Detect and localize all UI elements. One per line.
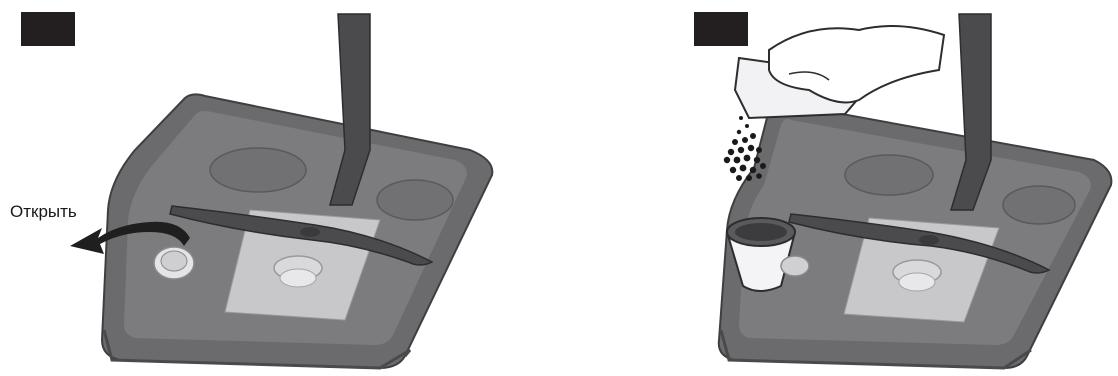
- open-label: Открыть: [10, 202, 77, 222]
- right-recess: [377, 180, 453, 220]
- dishwasher-tub-diagram-1: [0, 0, 559, 376]
- left-recess: [210, 148, 306, 192]
- panel-step-1: Открыть: [0, 0, 559, 376]
- salt-reservoir-opening: [781, 256, 809, 276]
- left-recess: [845, 155, 933, 195]
- right-recess: [1003, 186, 1075, 224]
- dishwasher-tub-diagram-2: [559, 0, 1118, 376]
- panel-step-2: [559, 0, 1118, 376]
